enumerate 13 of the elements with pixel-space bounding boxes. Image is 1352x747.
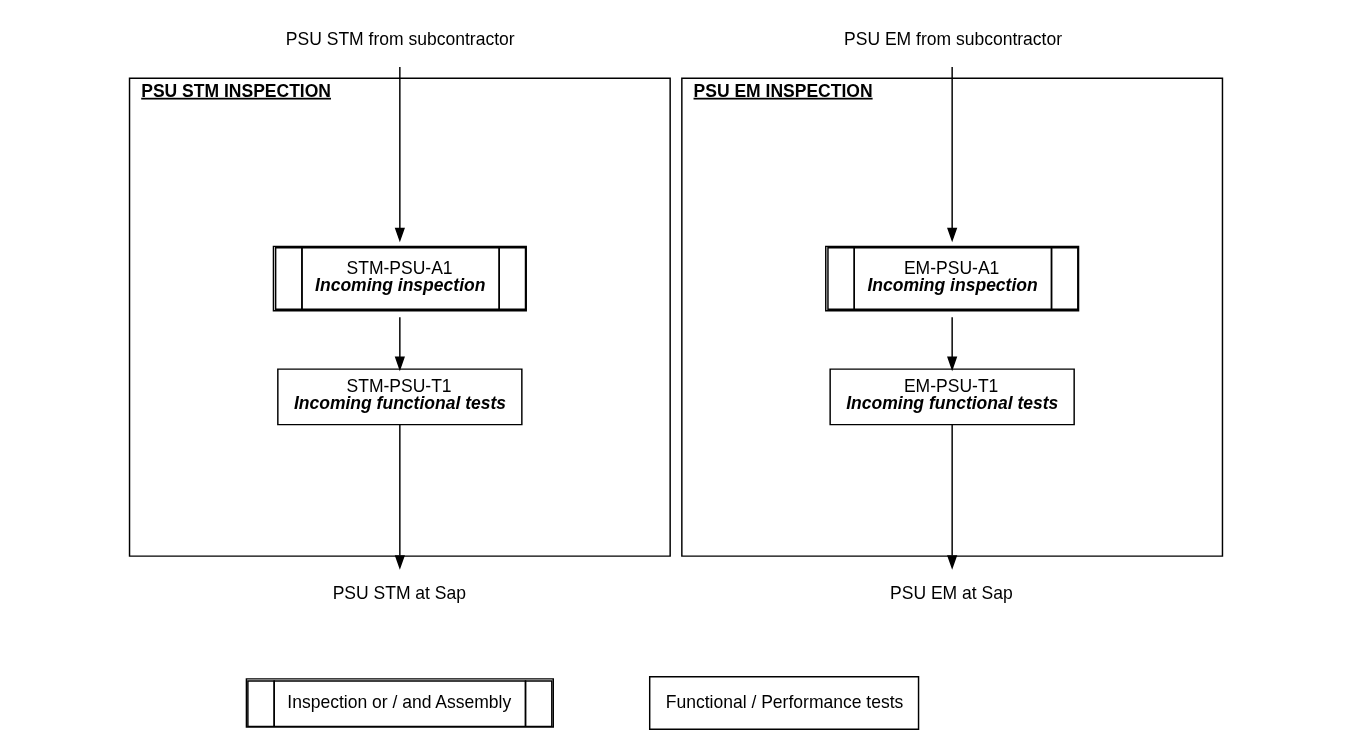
node-box: STM-PSU-T1 Incoming functional tests: [277, 368, 523, 426]
arrow: [394, 316, 405, 372]
node-text: PSU EM at Sap: [890, 582, 1013, 603]
arrow: [394, 424, 405, 570]
arrow: [394, 66, 405, 243]
node-text: PSU STM at Sap: [332, 582, 467, 603]
arrow: [947, 424, 958, 570]
node-box: EM-PSU-T1 Incoming functional tests: [829, 368, 1075, 426]
node-text: PSU STM from subcontractor: [285, 28, 515, 49]
node-box: Functional / Performance tests: [648, 675, 920, 730]
node-text: PSU EM from subcontractor: [844, 28, 1063, 49]
arrow: [947, 316, 958, 372]
arrow: [947, 66, 958, 243]
